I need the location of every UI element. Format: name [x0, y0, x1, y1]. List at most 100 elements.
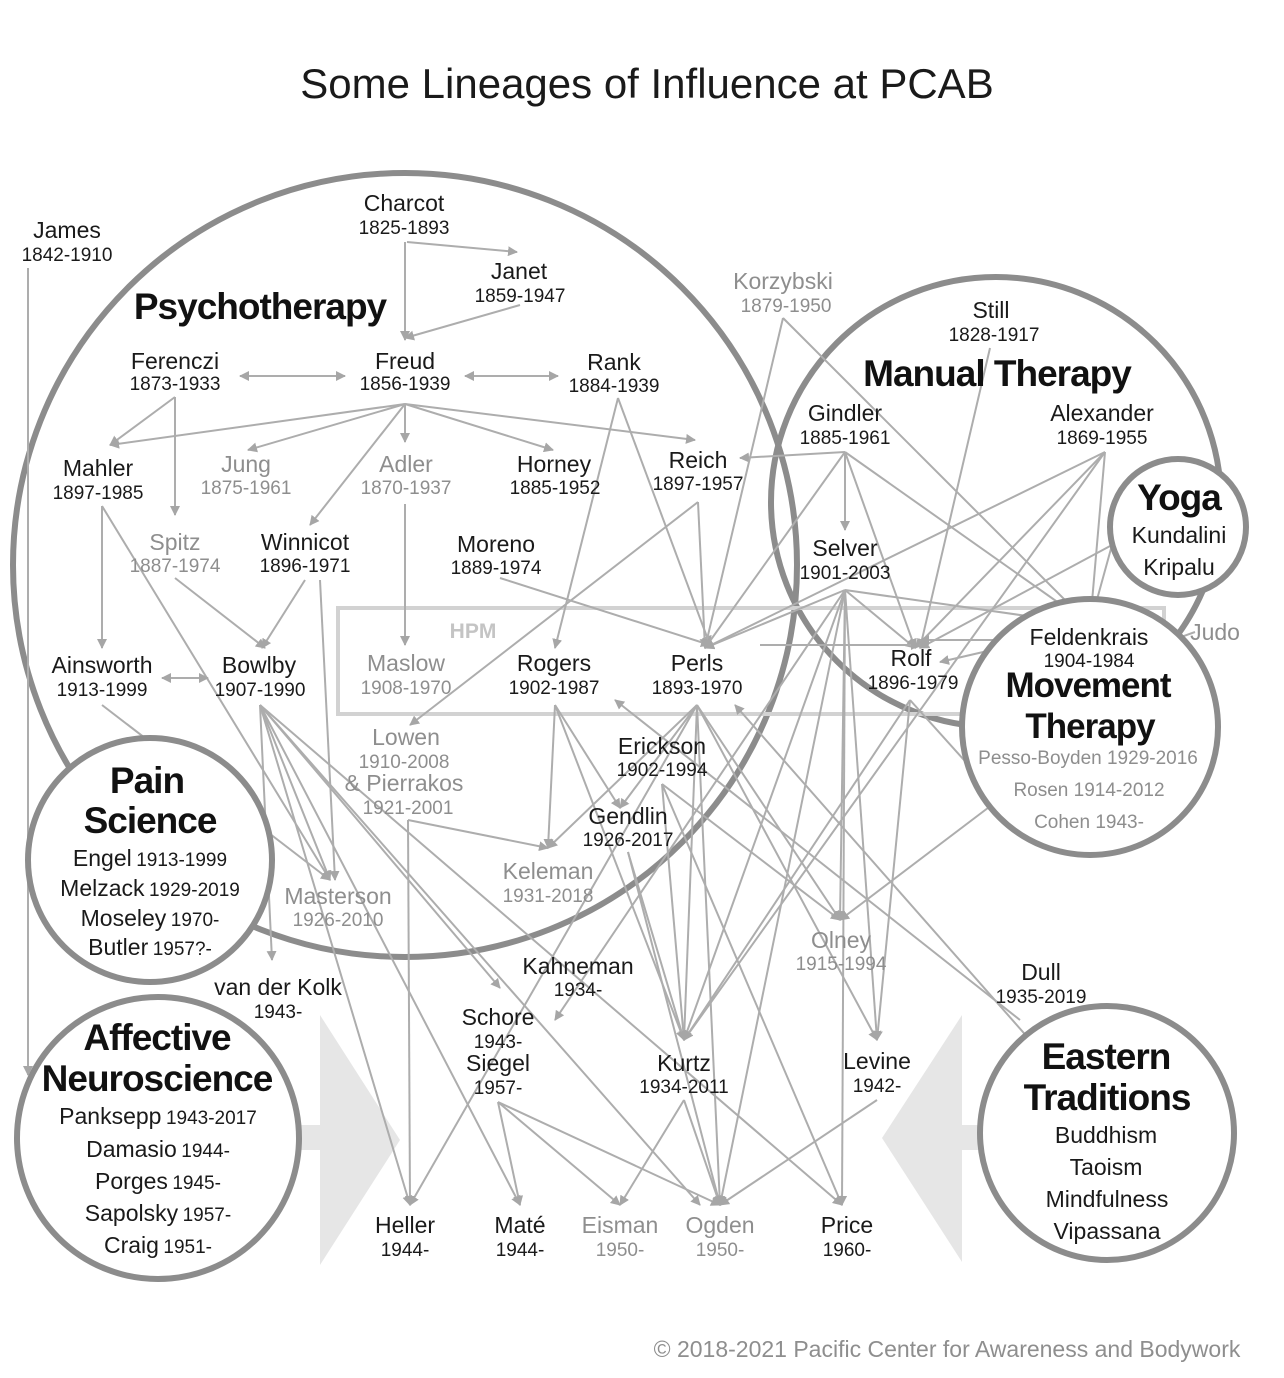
- right-big-arrow: [882, 1015, 985, 1262]
- influence-arrow: [109, 396, 176, 446]
- svg-text:1942-: 1942-: [853, 1076, 902, 1097]
- svg-text:1931-2018: 1931-2018: [503, 886, 594, 907]
- svg-text:Alexander: Alexander: [1050, 400, 1154, 426]
- movement-person: Rosen 1914-2012: [1013, 780, 1164, 801]
- yoga-item: Kripalu: [1143, 554, 1215, 580]
- svg-text:van der Kolk: van der Kolk: [214, 974, 342, 1000]
- affective-neuroscience-label: Affective: [83, 1017, 231, 1058]
- influence-arrow: [683, 699, 911, 1041]
- influence-arrow: [697, 501, 710, 649]
- eastern-traditions-label: Traditions: [1024, 1077, 1191, 1118]
- influence-arrow: [543, 704, 556, 849]
- svg-text:Erickson: Erickson: [618, 733, 706, 759]
- pain-person: Moseley 1970-: [81, 905, 220, 931]
- svg-text:Winnicot: Winnicot: [261, 529, 350, 555]
- influence-arrow: [409, 501, 699, 726]
- svg-text:1869-1955: 1869-1955: [1057, 428, 1148, 449]
- svg-text:Rank: Rank: [587, 349, 641, 375]
- influence-arrow: [844, 451, 1091, 626]
- influence-arrow: [319, 579, 340, 881]
- pain-science-circle: [25, 735, 275, 985]
- influence-arrow: [404, 403, 554, 453]
- influence-arrow: [914, 451, 1106, 649]
- svg-text:1908-1970: 1908-1970: [361, 678, 452, 699]
- svg-text:1885-1952: 1885-1952: [510, 478, 601, 499]
- influence-arrow: [497, 1101, 621, 1206]
- affective-neuroscience-label: Neuroscience: [42, 1058, 273, 1099]
- svg-text:Horney: Horney: [517, 451, 592, 477]
- influence-arrow: [259, 704, 843, 1206]
- influence-arrow: [919, 544, 1113, 649]
- person-lowen-pierrakos: Lowen 1910-2008 & Pierrakos 1921-2001: [345, 724, 464, 819]
- influence-arrow: [259, 704, 701, 1206]
- influence-arrow: [404, 819, 415, 1206]
- svg-text:Janet: Janet: [491, 258, 548, 284]
- svg-text:Ferenczi: Ferenczi: [131, 348, 219, 374]
- svg-text:1842-1910: 1842-1910: [22, 245, 113, 266]
- svg-text:Selver: Selver: [812, 535, 878, 561]
- influence-arrow: [683, 1099, 722, 1206]
- svg-text:1889-1974: 1889-1974: [451, 558, 542, 579]
- svg-text:1915-1994: 1915-1994: [796, 954, 887, 975]
- copyright: © 2018-2021 Pacific Center for Awareness…: [654, 1336, 1241, 1362]
- psychotherapy-circle: [10, 170, 800, 960]
- pain-person: Butler 1957?-: [88, 934, 212, 960]
- svg-text:1896-1971: 1896-1971: [260, 556, 351, 577]
- influence-arrow: [679, 704, 698, 1041]
- affective-neuroscience-circle: [14, 994, 302, 1282]
- pain-science-label: Science: [84, 800, 217, 841]
- svg-text:Maslow: Maslow: [367, 650, 445, 676]
- svg-text:1859-1947: 1859-1947: [475, 286, 566, 307]
- svg-text:Kahneman: Kahneman: [522, 953, 633, 979]
- influence-arrow: [734, 704, 1031, 1041]
- svg-text:1896-1979: 1896-1979: [868, 673, 959, 694]
- influence-arrow: [101, 505, 331, 881]
- svg-text:Olney: Olney: [811, 927, 872, 953]
- influence-arrow: [261, 579, 306, 649]
- svg-text:Feldenkrais: Feldenkrais: [1030, 624, 1149, 650]
- influence-arrow: [661, 783, 689, 1041]
- svg-text:1957-: 1957-: [474, 1078, 523, 1099]
- eastern-traditions-item: Vipassana: [1054, 1218, 1161, 1244]
- influence-arrow: [704, 451, 846, 649]
- svg-text:1944-: 1944-: [381, 1240, 430, 1261]
- yoga-item: Kundalini: [1132, 522, 1227, 548]
- svg-text:1902-1987: 1902-1987: [509, 678, 600, 699]
- influence-arrow: [704, 451, 1106, 649]
- svg-text:1921-2001: 1921-2001: [363, 798, 454, 819]
- svg-text:1897-1957: 1897-1957: [653, 474, 744, 495]
- influence-arrow: [844, 589, 916, 649]
- svg-text:Freud: Freud: [375, 348, 435, 374]
- influence-arrow: [554, 589, 846, 1021]
- affective-person: Panksepp 1943-2017: [59, 1103, 257, 1129]
- influence-arrow: [704, 589, 846, 650]
- movement-therapy-label: Therapy: [1025, 707, 1156, 746]
- influence-arrow: [837, 589, 848, 1206]
- influence-arrow: [844, 451, 917, 649]
- eastern-traditions-item: Mindfulness: [1046, 1186, 1169, 1212]
- svg-text:1873-1933: 1873-1933: [130, 374, 221, 395]
- yoga-label: Yoga: [1137, 477, 1222, 518]
- influence-arrow: [683, 451, 1106, 1041]
- svg-text:1960-: 1960-: [823, 1240, 872, 1261]
- influence-arrow: [409, 704, 698, 1206]
- left-big-arrow: [300, 1015, 400, 1265]
- svg-text:Masterson: Masterson: [284, 883, 391, 909]
- affective-person: Craig 1951-: [104, 1232, 212, 1258]
- influence-arrow: [309, 403, 406, 526]
